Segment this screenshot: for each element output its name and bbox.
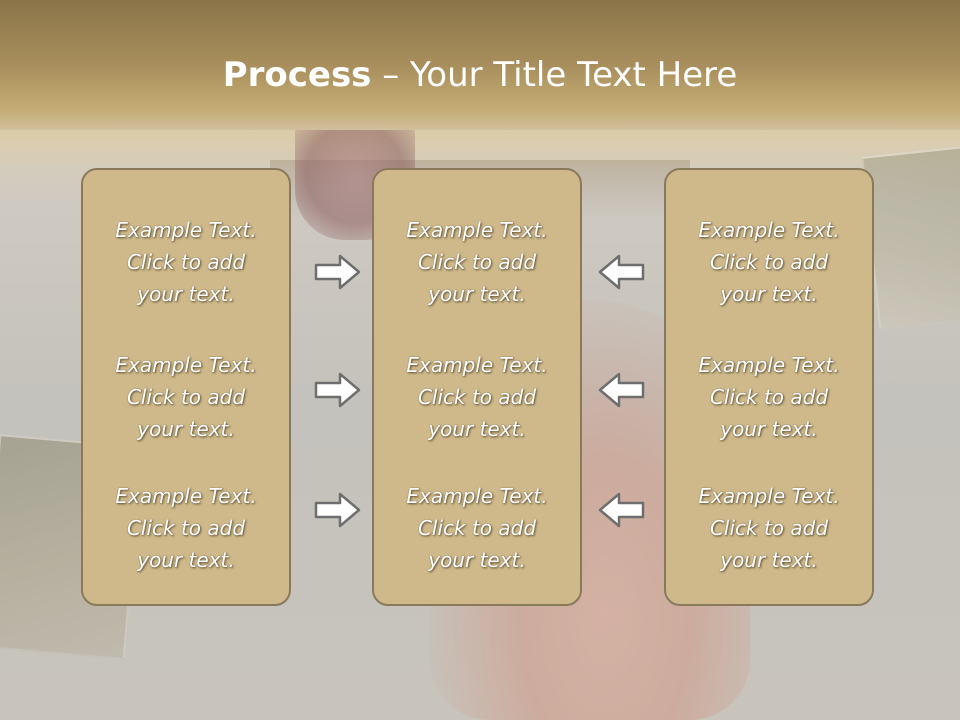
text-block[interactable]: Example Text. Click to add your text. [666,349,872,445]
text-line: Click to add [417,385,537,409]
text-line: Example Text. [115,484,257,508]
text-line: Click to add [417,250,537,274]
text-line: Example Text. [406,218,548,242]
text-line: your text. [720,282,818,306]
right-arrow-icon [314,252,362,292]
text-line: Example Text. [115,218,257,242]
text-line: your text. [720,548,818,572]
text-line: Example Text. [115,353,257,377]
text-block[interactable]: Example Text. Click to add your text. [83,480,289,576]
text-block[interactable]: Example Text. Click to add your text. [666,214,872,310]
text-line: Click to add [126,516,246,540]
left-arrow-icon [597,490,645,530]
title-bold: Process [222,55,372,95]
left-arrow-icon [597,370,645,410]
text-line: Example Text. [406,484,548,508]
process-panel-left[interactable]: Example Text. Click to add your text. Ex… [81,168,291,606]
text-block[interactable]: Example Text. Click to add your text. [374,349,580,445]
text-block[interactable]: Example Text. Click to add your text. [374,480,580,576]
title-rest: – Your Title Text Here [371,55,738,95]
text-line: Click to add [709,385,829,409]
text-line: Click to add [126,250,246,274]
text-line: Click to add [126,385,246,409]
right-arrow-icon [314,490,362,530]
text-line: your text. [137,548,235,572]
text-line: Click to add [709,516,829,540]
text-block[interactable]: Example Text. Click to add your text. [83,349,289,445]
process-panel-center[interactable]: Example Text. Click to add your text. Ex… [372,168,582,606]
text-line: your text. [428,417,526,441]
text-block[interactable]: Example Text. Click to add your text. [374,214,580,310]
text-line: Click to add [709,250,829,274]
text-line: your text. [137,282,235,306]
text-line: Example Text. [698,353,840,377]
right-arrow-icon [314,370,362,410]
text-block[interactable]: Example Text. Click to add your text. [83,214,289,310]
header-fade [0,130,960,170]
text-line: Example Text. [698,218,840,242]
text-block[interactable]: Example Text. Click to add your text. [666,480,872,576]
text-line: your text. [137,417,235,441]
money-photo [861,143,960,331]
process-panel-right[interactable]: Example Text. Click to add your text. Ex… [664,168,874,606]
text-line: your text. [428,282,526,306]
text-line: Example Text. [698,484,840,508]
left-arrow-icon [597,252,645,292]
text-line: Click to add [417,516,537,540]
text-line: your text. [720,417,818,441]
text-line: your text. [428,548,526,572]
text-line: Example Text. [406,353,548,377]
slide-title[interactable]: Process – Your Title Text Here [0,52,960,98]
